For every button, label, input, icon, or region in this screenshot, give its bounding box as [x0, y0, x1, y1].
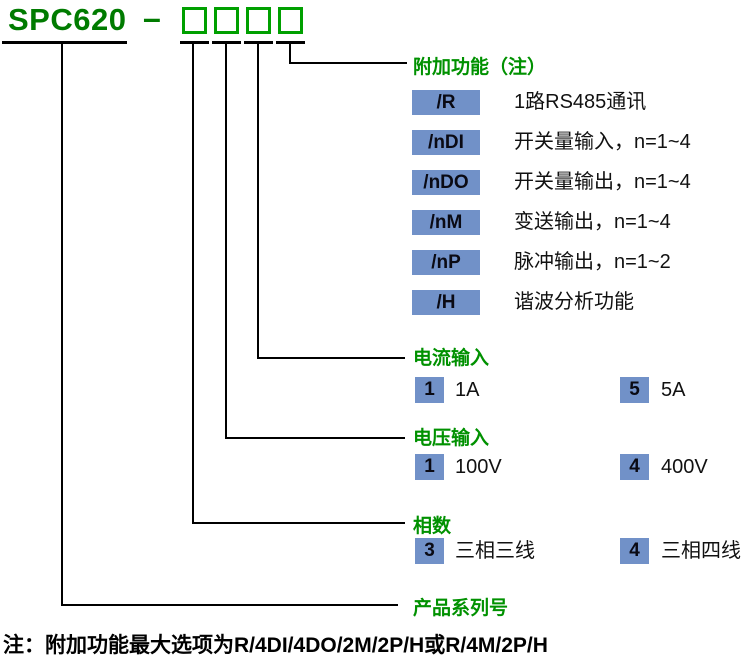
- section-label-phase: 相数: [413, 516, 452, 537]
- feature-code-badge: /nP: [412, 250, 480, 275]
- connector-voltage-horizontal: [225, 437, 405, 439]
- current-option-badge: 1: [415, 377, 444, 403]
- feature-code-badge: /R: [412, 90, 480, 115]
- connector-features-horizontal: [289, 62, 407, 64]
- feature-code-badge: /nM: [412, 210, 480, 235]
- feature-desc: 变送输出，n=1~4: [514, 211, 671, 233]
- voltage-option-badge: 1: [415, 454, 444, 480]
- voltage-option-desc: 100V: [455, 456, 502, 478]
- current-option-badge: 5: [620, 377, 649, 403]
- current-option-desc: 1A: [455, 379, 480, 401]
- model-digit-box-2: [214, 7, 239, 34]
- connector-series-vertical: [61, 44, 63, 606]
- phase-option-desc: 三相三线: [455, 540, 535, 562]
- feature-desc: 开关量输入，n=1~4: [514, 131, 691, 153]
- model-dash-separator: –: [143, 0, 161, 36]
- connector-phase-horizontal: [192, 522, 405, 524]
- connector-features-vertical: [289, 44, 291, 64]
- model-digit-box-4: [278, 7, 303, 34]
- digit4-underline: [276, 41, 305, 44]
- feature-code-badge: /nDO: [412, 170, 480, 195]
- current-option-desc: 5A: [661, 379, 686, 401]
- feature-code-badge: /nDI: [412, 130, 480, 155]
- digit1-underline: [180, 41, 209, 44]
- connector-voltage-vertical: [225, 44, 227, 439]
- phase-option-desc: 三相四线: [661, 540, 741, 562]
- digit3-underline: [244, 41, 273, 44]
- digit2-underline: [212, 41, 241, 44]
- feature-desc: 1路RS485通讯: [514, 91, 647, 113]
- section-label-features: 附加功能（注）: [413, 57, 547, 78]
- model-digit-box-1: [182, 7, 207, 34]
- voltage-option-desc: 400V: [661, 456, 708, 478]
- voltage-option-badge: 4: [620, 454, 649, 480]
- connector-phase-vertical: [192, 44, 194, 524]
- feature-code-badge: /H: [412, 290, 480, 315]
- phase-option-badge: 4: [620, 538, 649, 564]
- section-label-voltage: 电压输入: [413, 428, 490, 449]
- model-digit-box-3: [246, 7, 271, 34]
- section-label-current: 电流输入: [413, 348, 490, 369]
- phase-option-badge: 3: [415, 538, 444, 564]
- connector-series-horizontal: [61, 604, 398, 606]
- footnote: 注：附加功能最大选项为R/4DI/4DO/2M/2P/H或R/4M/2P/H: [3, 634, 548, 657]
- product-model-title: SPC620: [8, 2, 127, 37]
- feature-desc: 开关量输出，n=1~4: [514, 171, 691, 193]
- feature-desc: 谐波分析功能: [514, 291, 634, 313]
- connector-current-horizontal: [257, 357, 405, 359]
- feature-desc: 脉冲输出，n=1~2: [514, 251, 671, 273]
- connector-current-vertical: [257, 44, 259, 359]
- title-underline: [2, 41, 127, 44]
- section-label-series: 产品系列号: [413, 598, 509, 619]
